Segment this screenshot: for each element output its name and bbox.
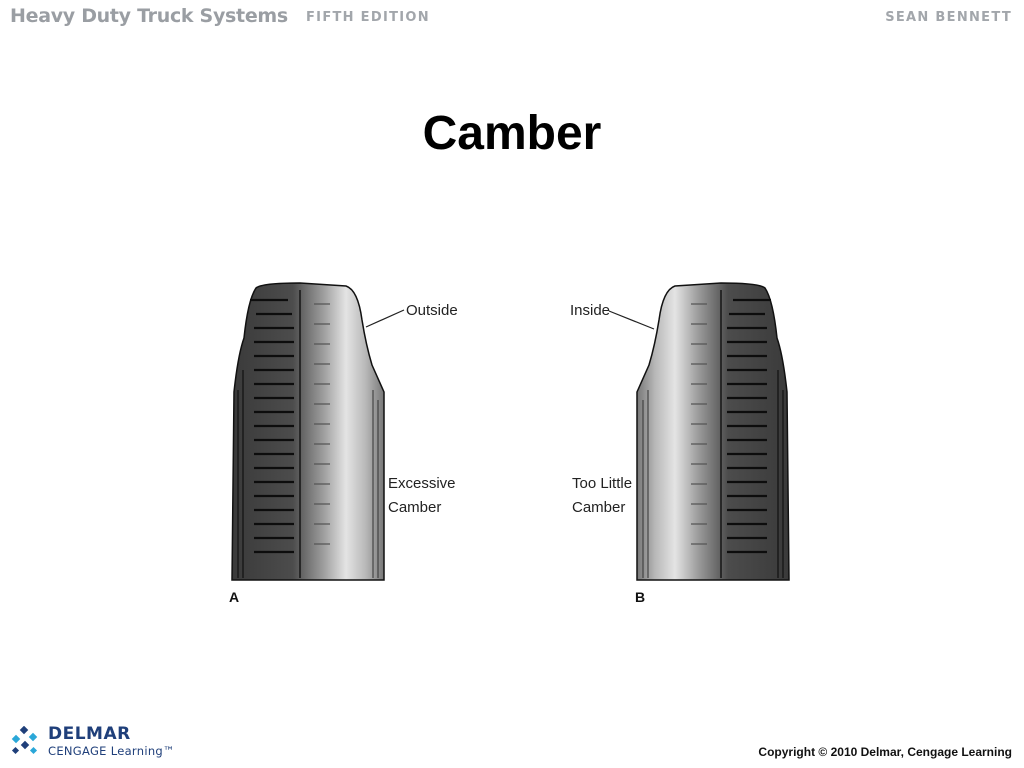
- trademark-symbol: ™: [163, 744, 175, 758]
- excessive-camber-label-line1: Excessive: [388, 475, 456, 492]
- brand-subtitle: CENGAGE Learning™: [48, 744, 175, 758]
- excessive-camber-label-line2: Camber: [388, 499, 441, 516]
- publisher-logo: DELMAR CENGAGE Learning™: [10, 722, 190, 762]
- tire-a: [231, 282, 405, 581]
- too-little-camber-label-line2: Camber: [572, 499, 625, 516]
- slide-title: Camber: [422, 107, 602, 160]
- edition-label: FIFTH EDITION: [306, 10, 430, 25]
- author-name: SEAN BENNETT: [885, 10, 1012, 25]
- outside-label: Outside: [406, 302, 458, 319]
- inside-label: Inside: [570, 302, 610, 319]
- too-little-camber-label-line1: Too Little: [572, 475, 632, 492]
- copyright-notice: Copyright © 2010 Delmar, Cengage Learnin…: [758, 745, 1012, 759]
- delmar-logo-icon: [11, 726, 38, 755]
- slide-header: Heavy Duty Truck Systems FIFTH EDITION S…: [0, 0, 1024, 34]
- panel-a-letter: A: [229, 589, 239, 605]
- brand-subtitle-text: CENGAGE Learning: [48, 744, 164, 758]
- brand-name: DELMAR: [48, 724, 131, 744]
- tire-b: [608, 282, 790, 581]
- panel-b-letter: B: [635, 589, 645, 605]
- book-title: Heavy Duty Truck Systems: [10, 5, 288, 27]
